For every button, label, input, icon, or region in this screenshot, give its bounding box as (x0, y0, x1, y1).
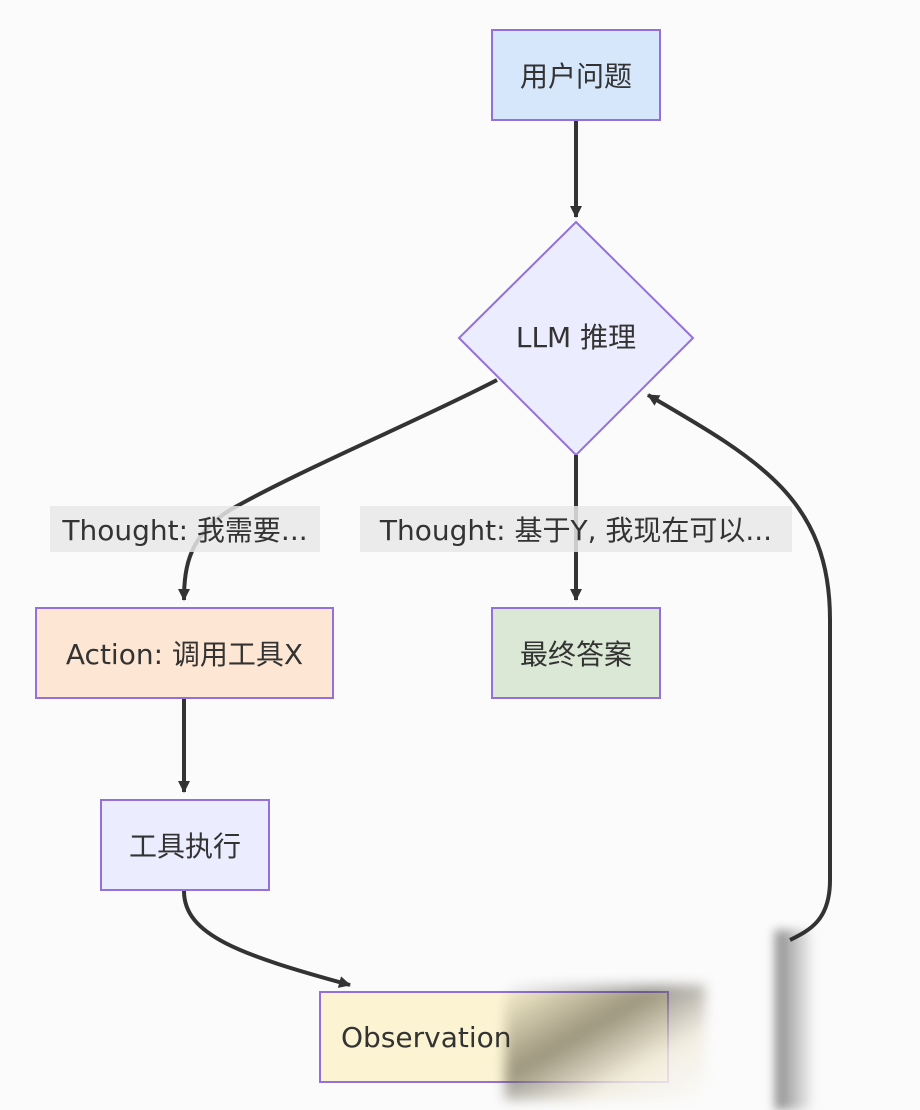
node-llm-reasoning: LLM 推理 (459, 306, 693, 366)
edge-label-thought-based-on-y: Thought: 基于Y, 我现在可以... (360, 506, 792, 552)
node-tool-execution-label: 工具执行 (128, 830, 241, 863)
edge-label-thought-need-text: Thought: 我需要... (62, 514, 308, 547)
node-user-question: 用户问题 (491, 29, 661, 121)
edge-label-thought-need: Thought: 我需要... (50, 506, 320, 552)
node-action-call-tool: Action: 调用工具X (35, 607, 334, 699)
node-tool-execution: 工具执行 (100, 799, 270, 891)
edge-reasoning-to-action (178, 378, 498, 601)
image-smudge (505, 985, 705, 1100)
node-final-answer: 最终答案 (491, 607, 661, 699)
image-smudge-edge (775, 930, 815, 1110)
edge-execution-to-observation (182, 890, 351, 988)
node-final-answer-label: 最终答案 (519, 638, 632, 671)
edge-observation-to-reasoning (646, 393, 832, 942)
node-llm-reasoning-label: LLM 推理 (515, 321, 637, 354)
node-observation-label: Observation (341, 1020, 512, 1054)
edge-label-thought-based-on-y-text: Thought: 基于Y, 我现在可以... (379, 514, 773, 547)
node-action-call-tool-label: Action: 调用工具X (65, 638, 304, 671)
node-user-question-label: 用户问题 (519, 60, 632, 93)
